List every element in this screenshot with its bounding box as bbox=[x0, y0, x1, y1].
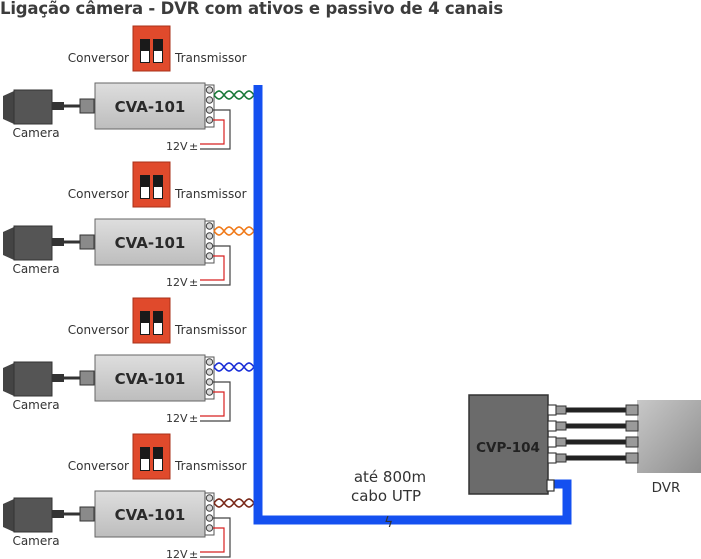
bnc-cable-3 bbox=[555, 436, 639, 448]
active-unit-label: CVA-101 bbox=[115, 98, 186, 116]
passive-unit-label: CVP-104 bbox=[476, 440, 540, 456]
bnc-cable-4 bbox=[555, 452, 639, 464]
power-label: 12V bbox=[166, 276, 188, 289]
conversor-label: Conversor bbox=[68, 459, 129, 473]
dvr-unit: DVR bbox=[555, 400, 701, 496]
camera-icon bbox=[3, 497, 95, 533]
active-unit-label: CVA-101 bbox=[115, 506, 186, 524]
power-symbol: ± bbox=[189, 548, 198, 559]
twisted-pair bbox=[213, 362, 255, 372]
dip-switch[interactable] bbox=[132, 297, 171, 344]
power-label: 12V bbox=[166, 140, 188, 153]
transmissor-label: Transmissor bbox=[174, 459, 247, 473]
camera-label: Camera bbox=[12, 534, 59, 548]
camera-icon bbox=[3, 361, 95, 397]
power-symbol: ± bbox=[189, 140, 198, 153]
utp-cable bbox=[253, 85, 572, 525]
passive-port-4 bbox=[547, 452, 557, 464]
cable-break-icon: ϟ bbox=[384, 515, 393, 531]
passive-port-2 bbox=[547, 420, 557, 432]
transmissor-label: Transmissor bbox=[174, 323, 247, 337]
dip-switch[interactable] bbox=[132, 161, 171, 208]
power-symbol: ± bbox=[189, 412, 198, 425]
camera-label: Camera bbox=[12, 126, 59, 140]
active-unit bbox=[94, 490, 215, 538]
diagram-title: Ligação câmera - DVR com ativos e passiv… bbox=[0, 0, 503, 18]
camera-icon bbox=[3, 89, 95, 125]
active-unit-label: CVA-101 bbox=[115, 234, 186, 252]
twisted-pair bbox=[213, 226, 255, 236]
conversor-label: Conversor bbox=[68, 187, 129, 201]
power-wires bbox=[200, 517, 231, 558]
conversor-label: Conversor bbox=[68, 51, 129, 65]
cable-type-label: cabo UTP bbox=[351, 487, 421, 505]
power-label: 12V bbox=[166, 412, 188, 425]
bnc-cable-2 bbox=[555, 420, 639, 432]
cable-length-label: até 800m bbox=[354, 468, 426, 486]
active-unit bbox=[94, 354, 215, 402]
power-label: 12V bbox=[166, 548, 188, 559]
power-wires bbox=[200, 109, 231, 150]
camera-label: Camera bbox=[12, 398, 59, 412]
twisted-pair bbox=[213, 498, 255, 508]
power-wires bbox=[200, 245, 231, 286]
camera-icon bbox=[3, 225, 95, 261]
active-unit bbox=[94, 218, 215, 266]
camera-label: Camera bbox=[12, 262, 59, 276]
active-unit-label: CVA-101 bbox=[115, 370, 186, 388]
passive-port-1 bbox=[547, 404, 557, 416]
power-symbol: ± bbox=[189, 276, 198, 289]
dip-switch[interactable] bbox=[132, 25, 171, 72]
passive-port-3 bbox=[547, 436, 557, 448]
power-wires bbox=[200, 381, 231, 422]
conversor-label: Conversor bbox=[68, 323, 129, 337]
twisted-pair bbox=[213, 90, 255, 100]
dvr-label: DVR bbox=[652, 480, 681, 496]
active-unit bbox=[94, 82, 215, 130]
dip-switch[interactable] bbox=[132, 433, 171, 480]
transmissor-label: Transmissor bbox=[174, 51, 247, 65]
passive-unit: CVP-104 bbox=[468, 394, 557, 495]
transmissor-label: Transmissor bbox=[174, 187, 247, 201]
bnc-cable-1 bbox=[555, 404, 639, 416]
